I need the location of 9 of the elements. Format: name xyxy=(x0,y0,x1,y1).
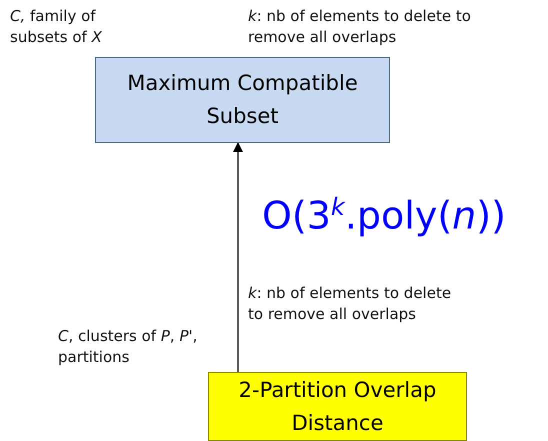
input-note: C, family of subsets of X xyxy=(10,6,103,48)
process-box xyxy=(95,57,390,143)
box-title: 2-Partition Overlap Distance xyxy=(238,376,438,436)
arrow xyxy=(233,142,243,372)
process-box xyxy=(208,372,467,441)
input-note: C, clusters of P, P', partitions xyxy=(58,326,198,368)
box-title: Maximum Compatible Subset xyxy=(126,70,359,130)
input-note: k: nb of elements to delete to remove all overlaps xyxy=(248,283,452,325)
input-note: k: nb of elements to delete to remove all overlaps xyxy=(248,6,472,48)
